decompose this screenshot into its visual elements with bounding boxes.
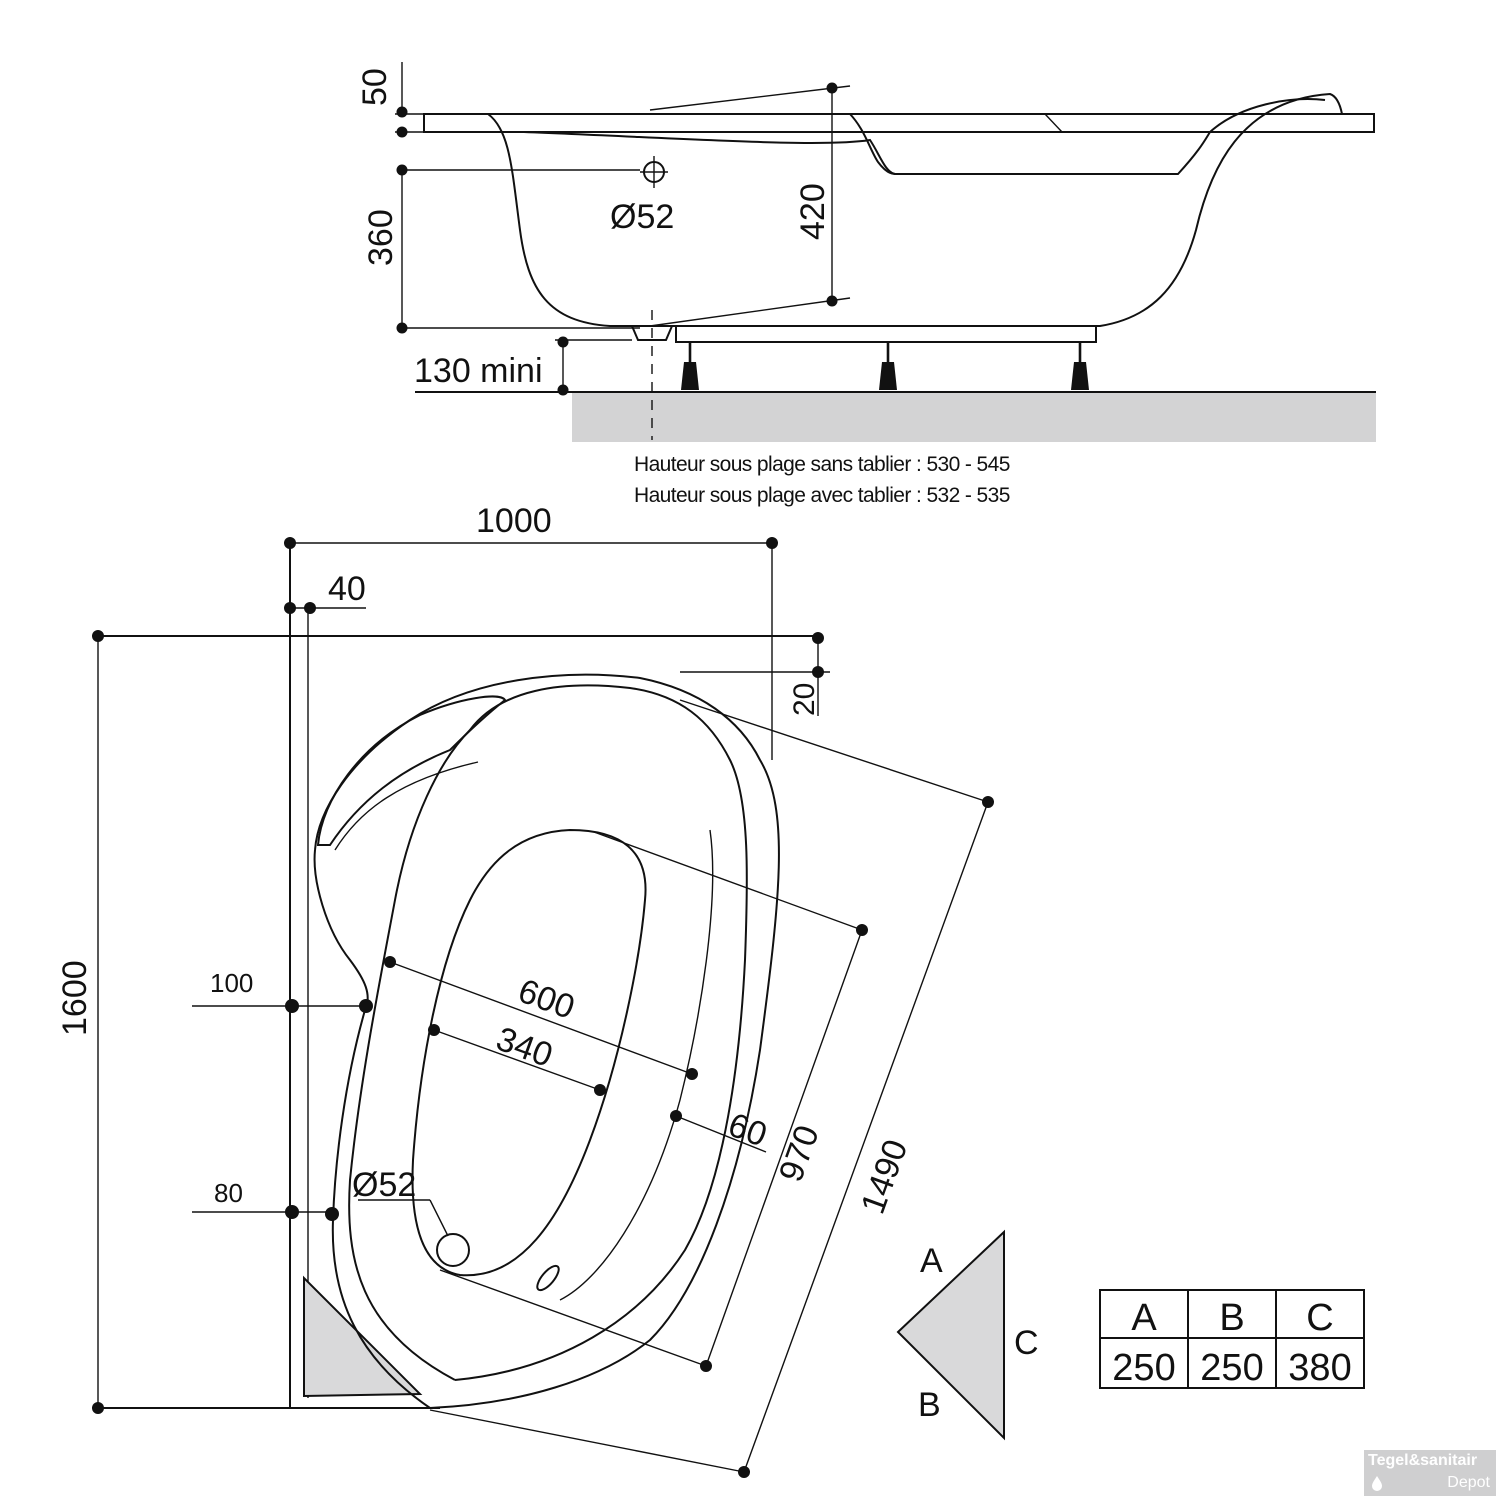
corner-triangle-legend: A B C: [896, 1229, 1039, 1441]
plan-view: 1000 40 20 1600 100 80 600 340 60 970 14…: [56, 502, 994, 1478]
plan-jet: [536, 1264, 560, 1292]
dimension-table: A B C 250 250 380: [1099, 1289, 1365, 1389]
dim-100: 100: [210, 968, 253, 998]
tub-body: [487, 92, 1343, 327]
dim-clearance: 130 mini: [414, 352, 543, 390]
triangle-label-c: C: [1014, 1324, 1039, 1362]
dim-length: 1600: [56, 960, 94, 1036]
dim-600: 600: [513, 972, 579, 1027]
table-value-c: 380: [1288, 1347, 1351, 1389]
tub-basin: [411, 828, 647, 1277]
tub-outer-outline: [313, 673, 780, 1409]
floor-slab: [572, 392, 1376, 442]
dim-depth: 420: [794, 183, 832, 240]
plan-dimension-dots: [92, 537, 994, 1478]
dim-970: 970: [772, 1120, 827, 1186]
dim-offset-40: 40: [328, 570, 366, 608]
dim-width: 1000: [476, 502, 552, 540]
overflow-symbol: [640, 156, 668, 188]
watermark-sub: Depot: [1447, 1474, 1490, 1491]
support-feet: [681, 342, 1089, 390]
triangle-label-b: B: [918, 1386, 941, 1424]
dim-rim-height: 50: [356, 68, 394, 106]
table-value-a: 250: [1112, 1347, 1175, 1389]
dim-plan-drain: Ø52: [352, 1166, 416, 1204]
tub-headrest-inner: [334, 761, 479, 851]
tub-headrest: [849, 113, 896, 175]
tub-inner-contour: [523, 131, 1211, 175]
tub-basin-outer: [559, 829, 714, 1301]
note-with-panel: Hauteur sous plage avec tablier : 532 - …: [634, 484, 1010, 507]
table-header-a: A: [1131, 1297, 1157, 1339]
watermark-brand: Tegel&sanitair: [1368, 1452, 1478, 1469]
tub-back-curve: [1209, 98, 1326, 133]
dim-side-drain: Ø52: [610, 198, 674, 236]
rim-divider: [1044, 113, 1063, 133]
legend-triangle: [896, 1229, 1005, 1441]
dim-60: 60: [723, 1106, 772, 1155]
side-view: 50 360 Ø52 420 130 mini Hauteur sous pla…: [356, 62, 1376, 507]
dim-80: 80: [214, 1178, 243, 1208]
drain-outlet: [630, 325, 674, 341]
water-drop-icon: [1372, 1476, 1382, 1491]
dim-drain-height: 360: [362, 209, 400, 266]
plan-drain: [436, 1233, 470, 1267]
note-without-panel: Hauteur sous plage sans tablier : 530 - …: [634, 453, 1010, 476]
plan-corner-triangle: [303, 1275, 423, 1398]
dim-offset-20: 20: [788, 683, 821, 716]
tub-headrest-contour: [316, 695, 507, 846]
tub-inner-rim: [348, 684, 748, 1381]
table-header-b: B: [1219, 1297, 1244, 1339]
watermark-logo: Tegel&sanitair Depot: [1364, 1450, 1496, 1496]
triangle-label-a: A: [920, 1242, 943, 1280]
support-frame: [675, 325, 1097, 343]
dim-1490: 1490: [854, 1135, 916, 1219]
table-value-b: 250: [1200, 1347, 1263, 1389]
table-header-c: C: [1306, 1297, 1333, 1339]
dim-340: 340: [491, 1020, 557, 1075]
